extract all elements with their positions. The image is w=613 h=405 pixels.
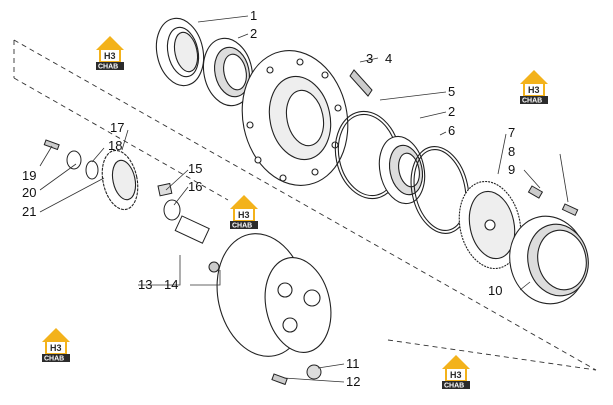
retaining-plate (66, 150, 82, 170)
brand-logo: H3 CHAB (96, 36, 124, 71)
planet-gear (101, 149, 139, 211)
part-label-20: 20 (22, 185, 36, 200)
bearing-upper (202, 37, 254, 107)
part-label-17: 17 (110, 120, 124, 135)
part-label-12: 12 (346, 374, 360, 389)
svg-text:H3: H3 (238, 210, 250, 220)
planet-carrier-housing (216, 233, 332, 357)
wheel-hub-flange (241, 50, 349, 186)
svg-text:CHAB: CHAB (522, 98, 542, 105)
leader-lines (39, 15, 569, 383)
part-label-18: 18 (108, 138, 122, 153)
part-label-6: 6 (448, 123, 455, 138)
part-label-19: 19 (22, 168, 36, 183)
part-label-13: 13 (138, 277, 152, 292)
svg-text:CHAB: CHAB (444, 383, 464, 390)
small-nut (208, 261, 220, 273)
part-label-16: 16 (188, 179, 202, 194)
brand-logo: H3 CHAB (520, 70, 548, 105)
part-label-10: 10 (488, 283, 502, 298)
part-label-3: 3 (366, 51, 373, 66)
svg-text:H3: H3 (450, 370, 462, 380)
svg-text:H3: H3 (528, 85, 540, 95)
drain-plug (306, 364, 322, 380)
hex-bolt (271, 373, 288, 386)
brand-logo: H3 CHAB (442, 355, 470, 390)
part-label-9: 9 (508, 162, 515, 177)
wheel-stud (349, 69, 373, 97)
svg-text:CHAB: CHAB (44, 356, 64, 363)
bolt-8 (561, 203, 579, 217)
gear-carrier (458, 180, 522, 270)
planet-pin (174, 215, 210, 244)
part-label-14: 14 (164, 277, 178, 292)
part-label-5: 5 (448, 84, 455, 99)
part-label-1: 1 (250, 8, 257, 23)
part-label-15: 15 (188, 161, 202, 176)
needle-bearing (157, 182, 173, 197)
bearing-lower (378, 135, 426, 205)
retaining-bolt (43, 139, 60, 151)
brand-logo: H3 CHAB (230, 195, 258, 230)
part-label-4: 4 (385, 51, 392, 66)
brand-logo: H3 CHAB (42, 328, 70, 363)
thrust-washer (85, 160, 99, 180)
svg-text:CHAB: CHAB (98, 64, 118, 71)
bolt-9 (527, 185, 544, 199)
assembly-axis-lines (13, 39, 597, 371)
ring-gear (509, 215, 589, 305)
shim-washer (163, 199, 181, 221)
o-ring-small (410, 146, 470, 234)
svg-text:H3: H3 (50, 343, 62, 353)
svg-text:H3: H3 (104, 51, 116, 61)
svg-text:CHAB: CHAB (232, 223, 252, 230)
oil-seal (155, 17, 205, 87)
part-label-7: 7 (508, 125, 515, 140)
part-label-8: 8 (508, 144, 515, 159)
part-label-21: 21 (22, 204, 36, 219)
part-label-11: 11 (346, 356, 360, 371)
part-label-2-lower: 2 (448, 104, 455, 119)
part-label-2-upper: 2 (250, 26, 257, 41)
